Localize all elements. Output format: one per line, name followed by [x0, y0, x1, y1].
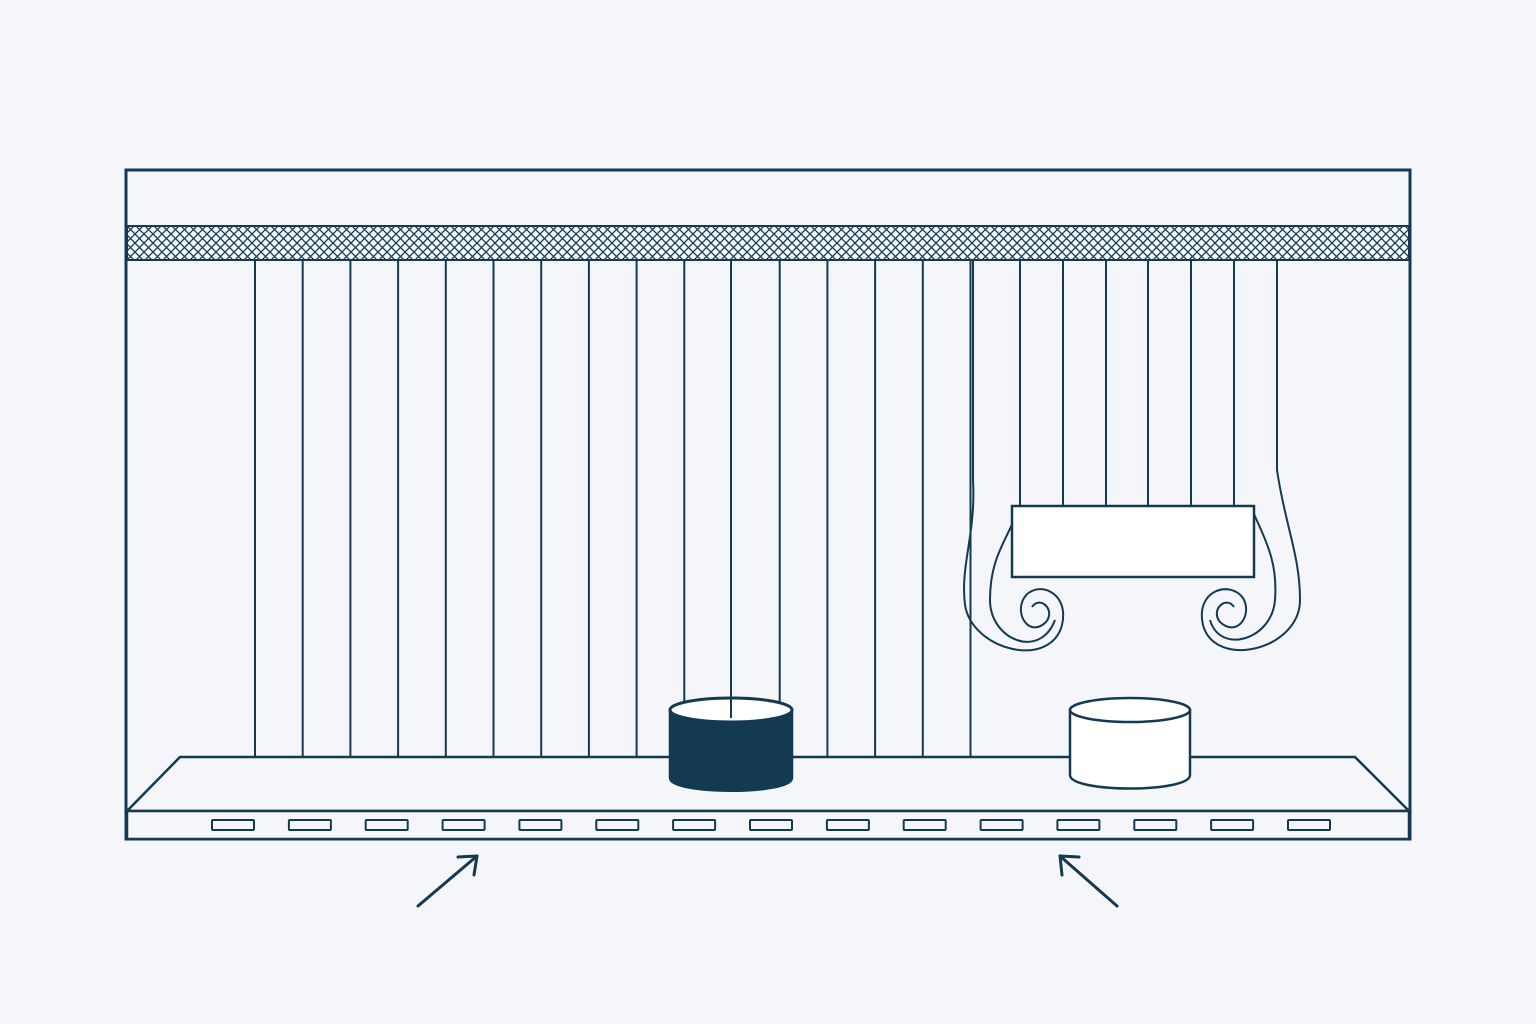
shelf-front-edge: [125, 809, 1411, 841]
shelf-slot: [287, 819, 332, 831]
left-scroll-string: [963, 260, 1065, 652]
right-scroll-string: [1200, 260, 1302, 651]
curved-string-assembly: [963, 260, 1302, 652]
shelf-slots: [211, 819, 1331, 831]
shelf-slot: [1133, 819, 1178, 831]
left-arrow: [416, 854, 479, 908]
mesh-band: [126, 225, 1410, 261]
light-container-rim: [1068, 696, 1192, 724]
shelf-slot: [595, 819, 640, 831]
shelf-slot: [672, 819, 717, 831]
shelf-slot: [825, 819, 870, 831]
shelf-slot: [749, 819, 793, 831]
light-container: [1068, 696, 1192, 790]
dark-container: [668, 260, 794, 792]
shelf-slot: [211, 819, 255, 831]
right-arrow: [1058, 854, 1119, 908]
shelf-slot: [979, 819, 1024, 831]
shelf-slot: [1210, 819, 1255, 831]
hanging-block: [1010, 504, 1256, 579]
shelf-slot: [1287, 819, 1331, 831]
shelf-slot: [441, 819, 486, 831]
arrows: [416, 854, 1119, 908]
shelf-slot: [902, 819, 947, 831]
shelf-slot: [1056, 819, 1101, 831]
shelf-slot: [518, 819, 563, 831]
light-container-body: [1068, 708, 1192, 790]
shelf-slot: [364, 819, 409, 831]
vertical-strings: [254, 260, 972, 757]
dark-container-body: [668, 708, 794, 792]
